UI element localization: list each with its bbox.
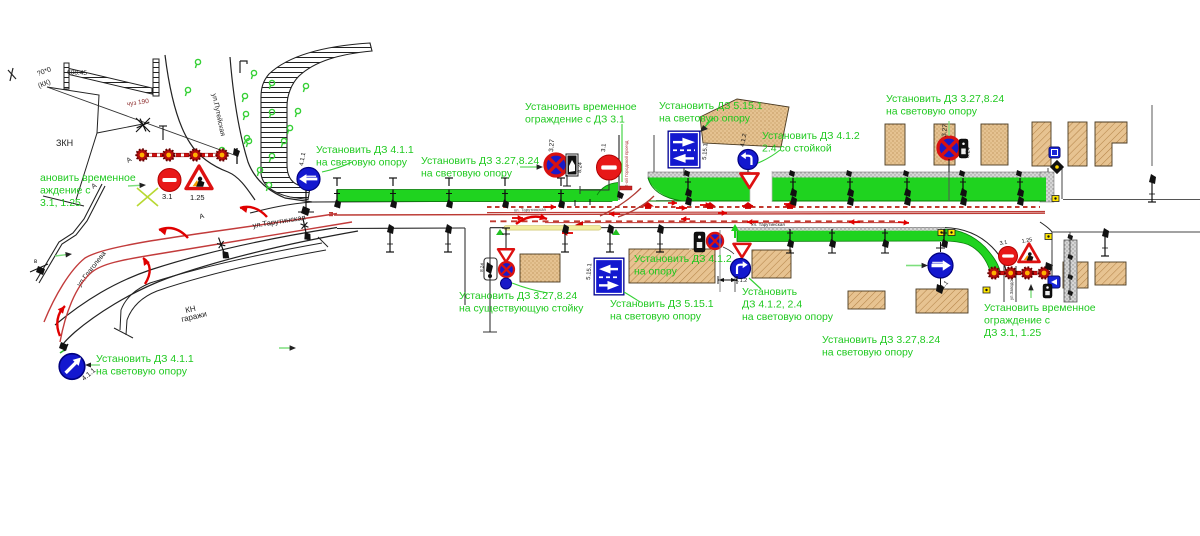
- svg-text:8.24: 8.24: [479, 262, 485, 272]
- svg-text:ограждение с: ограждение с: [984, 315, 1050, 327]
- svg-text:ДЗ 3.1, 1.25: ДЗ 3.1, 1.25: [984, 327, 1041, 339]
- svg-text:1.25: 1.25: [1021, 237, 1033, 245]
- svg-text:5.15.1: 5.15.1: [586, 262, 593, 280]
- svg-text:4.1.2: 4.1.2: [740, 133, 748, 148]
- svg-text:3.1: 3.1: [601, 143, 608, 152]
- svg-text:аждение с: аждение с: [40, 185, 91, 197]
- svg-text:на световую опору: на световую опору: [610, 311, 702, 323]
- svg-text:2.4 со стойкой: 2.4 со стойкой: [762, 143, 832, 155]
- svg-text:Установить ДЗ 4.1.2: Установить ДЗ 4.1.2: [634, 253, 732, 265]
- svg-text:Установить ДЗ 3.27,8.24: Установить ДЗ 3.27,8.24: [886, 93, 1004, 105]
- svg-text:Установить ДЗ 5.15.1: Установить ДЗ 5.15.1: [610, 298, 714, 310]
- svg-text:на световую опору: на световую опору: [659, 113, 751, 125]
- svg-text:А: А: [91, 182, 99, 191]
- svg-text:на световую опору: на световую опору: [742, 311, 834, 323]
- svg-text:8.24: 8.24: [577, 162, 584, 173]
- svg-text:ановить временное: ановить временное: [40, 172, 136, 184]
- svg-text:ЗКН: ЗКН: [56, 138, 73, 148]
- svg-text:4.1.1: 4.1.1: [299, 152, 307, 167]
- svg-text:Установить ДЗ 4.1.1: Установить ДЗ 4.1.1: [316, 144, 414, 156]
- svg-text:Установить: Установить: [742, 286, 798, 298]
- svg-text:на световую опору: на световую опору: [822, 347, 914, 359]
- svg-text:на существующую стойку: на существующую стойку: [459, 303, 584, 315]
- svg-text:Установить ДЗ 4.1.1: Установить ДЗ 4.1.1: [96, 353, 194, 365]
- svg-text:Установить ДЗ 4.1.2: Установить ДЗ 4.1.2: [762, 130, 860, 142]
- svg-text:Ул. Тарутинская: Ул. Тарутинская: [751, 222, 785, 227]
- svg-text:(КК): (КК): [37, 79, 51, 90]
- svg-text:8.24: 8.24: [688, 240, 694, 250]
- svg-text:ул.Заводская: ул.Заводская: [1009, 274, 1014, 300]
- svg-text:Установить временное: Установить временное: [525, 101, 637, 113]
- svg-text:4.1.2: 4.1.2: [735, 278, 747, 284]
- svg-text:на опору: на опору: [634, 266, 678, 278]
- svg-text:Установить ДЗ 3.27,8.24: Установить ДЗ 3.27,8.24: [822, 334, 940, 346]
- svg-text:Установить временное: Установить временное: [984, 302, 1096, 314]
- svg-text:на световую опору: на световую опору: [886, 106, 978, 118]
- svg-text:Установить ДЗ 3.27,8.24: Установить ДЗ 3.27,8.24: [459, 290, 577, 302]
- svg-text:ул. Тарутинская: ул. Тарутинская: [514, 207, 547, 213]
- svg-text:8.24: 8.24: [965, 147, 972, 158]
- svg-text:ограждение с ДЗ 3.1: ограждение с ДЗ 3.1: [525, 114, 625, 126]
- svg-text:5.15.1: 5.15.1: [702, 142, 709, 160]
- svg-text:ДЗ 4.1.2, 2.4: ДЗ 4.1.2, 2.4: [742, 299, 802, 311]
- svg-text:А: А: [199, 213, 206, 221]
- svg-text:на световую опору: на световую опору: [96, 366, 188, 378]
- svg-text:на световую опору: на световую опору: [316, 157, 408, 169]
- svg-text:1.25: 1.25: [190, 193, 205, 202]
- svg-text:Установить ДЗ 3.27,8.24: Установить ДЗ 3.27,8.24: [421, 155, 539, 167]
- svg-text:?0*0: ?0*0: [36, 66, 52, 78]
- svg-text:А: А: [126, 156, 134, 165]
- svg-text:3.27: 3.27: [941, 124, 949, 138]
- svg-text:в: в: [34, 259, 37, 265]
- svg-text:КН: КН: [184, 304, 196, 315]
- svg-text:608.45: 608.45: [67, 69, 88, 77]
- svg-text:3.1: 3.1: [999, 240, 1008, 247]
- svg-text:3.1: 3.1: [162, 192, 172, 201]
- svg-text:3.1, 1.25: 3.1, 1.25: [40, 197, 81, 209]
- svg-text:2-ой Городской проезд: 2-ой Городской проезд: [624, 140, 629, 187]
- svg-text:Установить ДЗ 5.15.1: Установить ДЗ 5.15.1: [659, 100, 763, 112]
- svg-text:3.27: 3.27: [548, 139, 556, 153]
- svg-text:чуз 190: чуз 190: [126, 98, 149, 108]
- svg-text:на световую опору: на световую опору: [421, 168, 513, 180]
